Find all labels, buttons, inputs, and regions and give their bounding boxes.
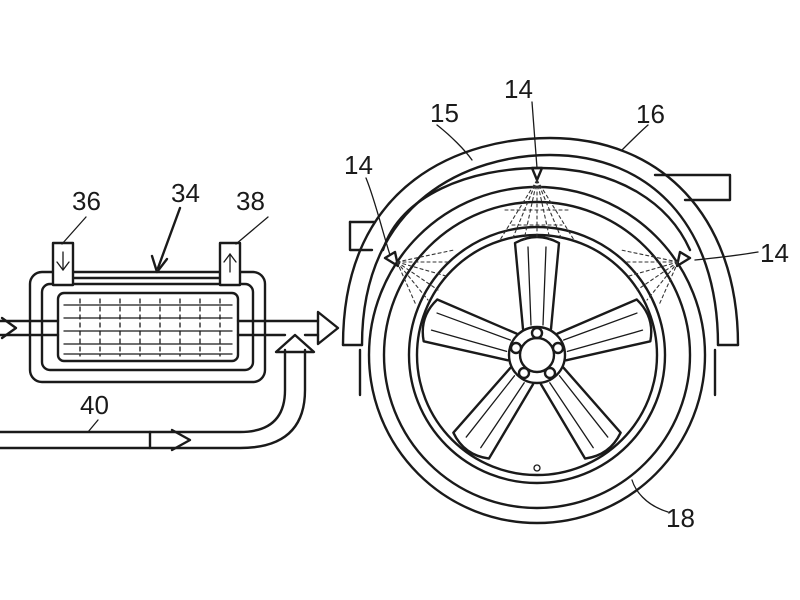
tire-inner bbox=[382, 200, 692, 510]
spray-nozzle-right bbox=[620, 249, 692, 306]
arrow-34 bbox=[150, 206, 182, 274]
label-14-top: 14 bbox=[504, 74, 533, 104]
inlet-port-36 bbox=[51, 241, 75, 287]
lug-nuts bbox=[509, 326, 565, 380]
label-18: 18 bbox=[666, 503, 695, 533]
label-36: 36 bbox=[72, 186, 101, 216]
label-16: 16 bbox=[636, 99, 665, 129]
hub bbox=[507, 325, 567, 385]
housing-inner bbox=[40, 282, 255, 372]
label-14-right: 14 bbox=[760, 238, 789, 268]
duct-40 bbox=[0, 333, 316, 452]
chassis-beam bbox=[348, 173, 732, 252]
air-flow-through bbox=[0, 310, 340, 346]
core-grid bbox=[63, 298, 233, 357]
rim-outer bbox=[407, 225, 667, 485]
label-38: 38 bbox=[236, 186, 265, 216]
label-40: 40 bbox=[80, 390, 109, 420]
outlet-port-38 bbox=[218, 241, 242, 287]
leader-lines bbox=[61, 101, 759, 513]
heat-exchanger-assembly bbox=[0, 241, 340, 384]
label-15: 15 bbox=[430, 98, 459, 128]
wheel-arch bbox=[341, 136, 740, 397]
label-14-left: 14 bbox=[344, 150, 373, 180]
label-34: 34 bbox=[171, 178, 200, 208]
exchanger-core bbox=[56, 291, 240, 363]
housing-outer bbox=[28, 270, 267, 384]
reference-numerals: 14 15 16 14 14 18 34 36 38 40 bbox=[72, 74, 789, 533]
